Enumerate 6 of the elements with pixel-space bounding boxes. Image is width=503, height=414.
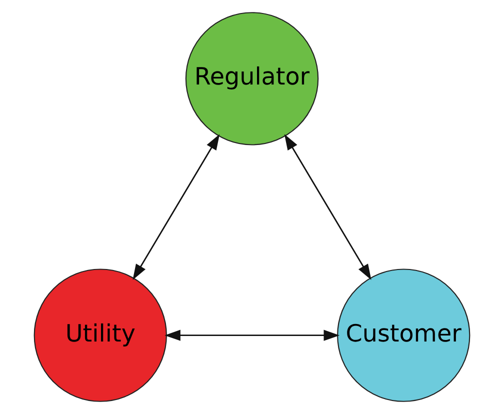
node-circle: Regulator xyxy=(184,12,318,146)
node-circle: Customer xyxy=(336,268,470,402)
node-circle: Utility xyxy=(33,268,166,402)
arrow xyxy=(164,330,340,341)
arrow xyxy=(132,134,220,280)
arrow xyxy=(284,134,371,280)
